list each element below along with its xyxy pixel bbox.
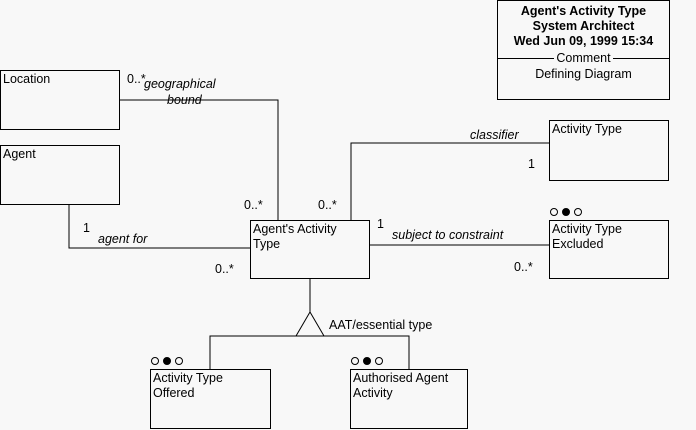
entity-label: Offered [153, 386, 195, 400]
filled-circle-icon [163, 357, 171, 365]
cardinality-label: 1 [377, 217, 384, 231]
diagram-date: Wed Jun 09, 1999 15:34 [513, 34, 654, 48]
subtype-branch-line [209, 335, 410, 369]
entity-activity-type-excluded[interactable]: Activity Type Excluded [549, 220, 669, 279]
cardinality-label: 0..* [514, 260, 533, 274]
entity-label: Location [3, 72, 51, 86]
agent-for-line [68, 204, 250, 249]
entity-label: Agent [3, 147, 36, 161]
entity-label: Agent's Activity [253, 222, 337, 236]
cardinality-label: 1 [83, 221, 90, 235]
entity-authorised-agent-activity[interactable]: Authorised Agent Activity [350, 369, 468, 429]
comment-label: Comment [556, 51, 611, 65]
cardinality-label: 0..* [244, 198, 263, 212]
classifier-line [350, 142, 549, 220]
diagram-comment: Defining Diagram [535, 67, 632, 81]
entity-label: Activity Type [153, 371, 223, 385]
relationship-label-classifier: classifier [470, 128, 519, 142]
filled-circle-icon [363, 357, 371, 365]
open-circle-icon [574, 208, 582, 216]
entity-activity-type[interactable]: Activity Type [549, 120, 669, 181]
cardinality-label: 0..* [318, 198, 337, 212]
filled-circle-icon [562, 208, 570, 216]
open-circle-icon [550, 208, 558, 216]
entity-agent[interactable]: Agent [0, 145, 120, 205]
open-circle-icon [375, 357, 383, 365]
relationship-label-geographical: geographical [144, 77, 216, 91]
geographical-bound-line [119, 99, 279, 220]
entity-location[interactable]: Location [0, 70, 120, 130]
entity-label: Excluded [552, 237, 604, 251]
status-indicator [550, 208, 586, 219]
entity-label: Authorised Agent [353, 371, 449, 385]
relationship-label-agent-for: agent for [98, 232, 148, 246]
cardinality-label: 1 [528, 157, 535, 171]
open-circle-icon [175, 357, 183, 365]
cardinality-label: 0..* [215, 262, 234, 276]
diagram-author: System Architect [532, 19, 635, 33]
entity-activity-type-offered[interactable]: Activity Type Offered [150, 369, 271, 429]
entity-label: Type [253, 237, 281, 251]
entity-label: Activity [353, 386, 393, 400]
open-circle-icon [351, 357, 359, 365]
diagram-title: Agent's Activity Type [520, 4, 647, 18]
relationship-label-bound: bound [167, 93, 202, 107]
status-indicator [151, 357, 187, 368]
entity-agents-activity-type[interactable]: Agent's Activity Type [250, 220, 370, 279]
entity-label: Activity Type [552, 222, 622, 236]
cardinality-label: 0..* [127, 72, 146, 86]
relationship-label-subject-to-constraint: subject to constraint [392, 228, 504, 242]
comment-divider: Comment [498, 51, 669, 66]
status-indicator [351, 357, 387, 368]
subtype-triangle-icon [295, 311, 325, 337]
entity-label: Activity Type [552, 122, 622, 136]
relationship-label-subtype: AAT/essential type [329, 318, 433, 332]
title-block: Agent's Activity Type System Architect W… [497, 0, 670, 100]
open-circle-icon [151, 357, 159, 365]
